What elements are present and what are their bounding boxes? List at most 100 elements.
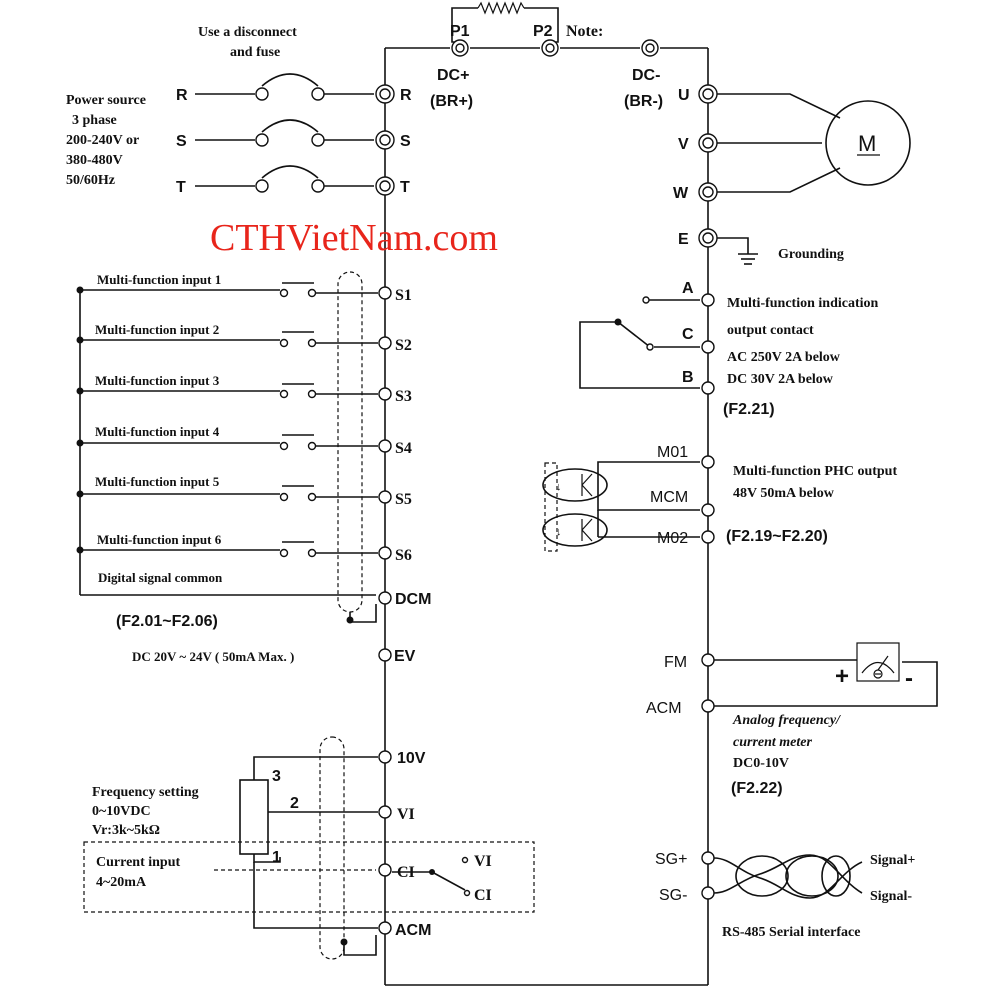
input-row-4: Multi-function input 4 [80, 424, 378, 451]
m01-label: M01 [657, 444, 688, 461]
analog-shield-ground [343, 935, 377, 956]
terminal-mcm[interactable] [701, 503, 715, 517]
svg-text:↓: ↓ [556, 481, 562, 493]
phc-param: (F2.19~F2.20) [726, 528, 828, 545]
terminal-s[interactable] [375, 130, 395, 150]
input-shield [337, 271, 363, 613]
terminal-s4[interactable] [378, 439, 392, 453]
terminal-t-label: T [400, 179, 410, 196]
terminal-c[interactable] [701, 340, 715, 354]
terminal-dc-minus[interactable] [641, 39, 659, 57]
ground-icon [717, 237, 758, 265]
rs485-twisted-pair [713, 854, 863, 899]
input-row-2: Multi-function input 2 [80, 322, 378, 348]
disconnect-label-1: Use a disconnect [198, 25, 297, 40]
current-input-2: 4~20mA [96, 875, 147, 890]
svg-text:M: M [858, 131, 876, 156]
power-source-line-3: 200-240V or [66, 133, 139, 148]
s6-label: S6 [395, 547, 412, 564]
terminal-s-label: S [400, 133, 411, 150]
s2-label: S2 [395, 337, 412, 354]
terminal-dcm[interactable] [378, 591, 392, 605]
phc-desc-1: Multi-function PHC output [733, 464, 897, 479]
note-label: Note: [566, 23, 603, 40]
relay-c-label: C [682, 326, 694, 343]
terminal-s3[interactable] [378, 387, 392, 401]
acm-left-label: ACM [395, 922, 431, 939]
svg-text:Multi-function input 5: Multi-function input 5 [95, 474, 220, 489]
sg-plus-label: SG+ [655, 851, 687, 868]
terminal-s6[interactable] [378, 546, 392, 560]
input-row-3: Multi-function input 3 [80, 373, 378, 399]
terminal-vi[interactable] [378, 805, 392, 819]
rs485-label: RS-485 Serial interface [722, 925, 860, 940]
terminal-r[interactable] [375, 84, 395, 104]
terminal-t[interactable] [375, 176, 395, 196]
relay-desc-2: output contact [727, 323, 814, 338]
terminal-s2[interactable] [378, 336, 392, 350]
terminal-s5[interactable] [378, 490, 392, 504]
signal-plus-label: Signal+ [870, 853, 915, 868]
terminal-fm[interactable] [701, 653, 715, 667]
terminal-a[interactable] [701, 293, 715, 307]
phase-r-line: R [176, 73, 374, 104]
svg-text:Multi-function input 4: Multi-function input 4 [95, 424, 220, 439]
v10-label: 10V [397, 750, 426, 767]
grounding-label: Grounding [778, 247, 844, 262]
terminal-p2[interactable] [541, 39, 559, 57]
sg-minus-label: SG- [659, 887, 687, 904]
input-row-1: Multi-function input 1 [80, 272, 378, 298]
phase-t-line: T [176, 165, 374, 196]
terminal-b[interactable] [701, 381, 715, 395]
terminal-p1[interactable] [451, 39, 469, 57]
dc-minus-label: DC- [632, 67, 660, 84]
m02-label: M02 [657, 530, 688, 547]
relay-desc-3: AC 250V 2A below [727, 350, 841, 365]
terminal-m02[interactable] [701, 530, 715, 544]
terminal-r-label: R [400, 87, 412, 104]
ev-description: DC 20V ~ 24V ( 50mA Max. ) [132, 649, 294, 664]
terminal-w[interactable] [698, 182, 718, 202]
freq-setting-3: Vr:3k~5kΩ [92, 823, 160, 838]
meter-desc-1: Analog frequency/ [732, 713, 841, 728]
br-minus-label: (BR-) [624, 93, 663, 110]
motor-icon: M [825, 100, 911, 186]
input-shield-ground [349, 604, 377, 623]
motor-wiring [717, 93, 841, 193]
relay-contact [579, 296, 700, 389]
terminal-m01[interactable] [701, 455, 715, 469]
terminal-ci[interactable] [378, 863, 392, 877]
terminal-acm-right[interactable] [701, 699, 715, 713]
terminal-acm-left[interactable] [378, 921, 392, 935]
meter-desc-3: DC0-10V [733, 756, 789, 771]
svg-text:↓: ↓ [556, 526, 562, 538]
phase-t-in-label: T [176, 179, 186, 196]
terminal-v[interactable] [698, 133, 718, 153]
phc-desc-2: 48V 50mA below [733, 486, 835, 501]
switch-vi-label: VI [474, 853, 492, 870]
pot-pin-2: 2 [290, 795, 299, 812]
terminal-ev[interactable] [378, 648, 392, 662]
terminal-sg-minus[interactable] [701, 886, 715, 900]
terminal-e[interactable] [698, 228, 718, 248]
dc-plus-label: DC+ [437, 67, 469, 84]
terminal-u[interactable] [698, 84, 718, 104]
svg-text:Multi-function input 3: Multi-function input 3 [95, 373, 220, 388]
terminal-10v[interactable] [378, 750, 392, 764]
terminal-w-label: W [673, 185, 689, 202]
p2-label: P2 [533, 23, 553, 40]
vi-ci-switch[interactable] [392, 856, 471, 897]
terminal-sg-plus[interactable] [701, 851, 715, 865]
p1-label: P1 [450, 23, 470, 40]
s3-label: S3 [395, 388, 412, 405]
terminal-s1[interactable] [378, 286, 392, 300]
ci-label: CI [397, 864, 415, 881]
fm-label: FM [664, 654, 687, 671]
relay-param: (F2.21) [723, 401, 775, 418]
input-row-6: Multi-function input 6 [80, 532, 378, 558]
s5-label: S5 [395, 491, 412, 508]
current-input-box [83, 841, 535, 913]
phc-wiring: ↓ ↓ [542, 461, 700, 552]
current-input-1: Current input [96, 855, 180, 870]
